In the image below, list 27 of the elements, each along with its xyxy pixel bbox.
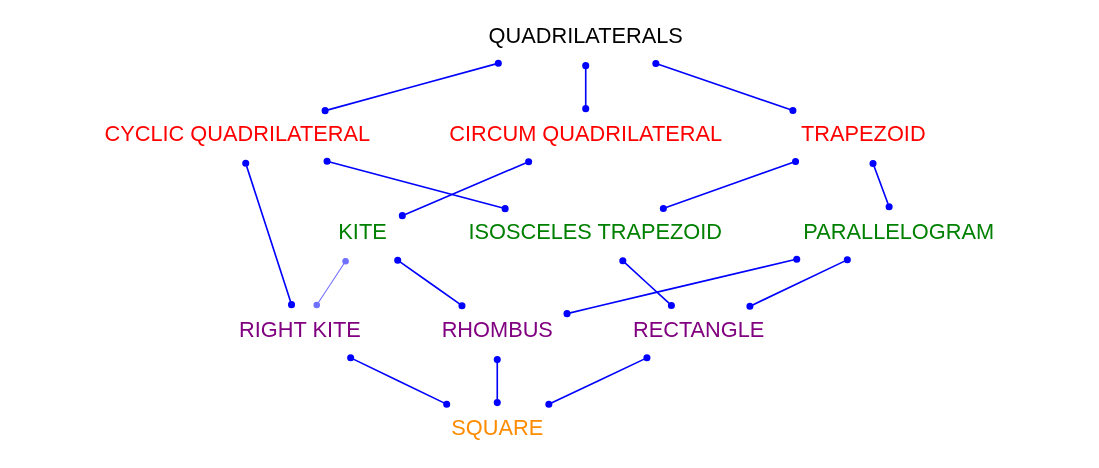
connector [563,255,800,318]
connector [346,354,450,408]
connector [321,59,502,115]
connector [312,257,349,309]
node-text: CYCLIC QUADRILATERAL [103,121,370,147]
node-text: RHOMBUS [441,317,553,343]
node-text: RIGHT KITE [238,317,361,343]
node-text: CIRCUM QUADRILATERAL [448,121,722,147]
node-text: ISOSCELES TRAPEZOID [467,219,722,245]
connector [651,59,796,115]
connector [241,159,295,309]
node-text: SQUARE [450,415,543,441]
node-text: RECTANGLE [632,317,764,343]
connector [398,158,532,220]
connector [544,354,650,408]
connector [493,356,501,407]
connector [869,159,893,211]
connector [659,157,799,212]
connector [618,257,675,310]
connector [323,157,509,213]
node-text: QUADRILATERALS [488,23,683,49]
connector [393,256,465,310]
connector [745,256,851,310]
node-text: TRAPEZOID [800,121,926,147]
node-text: KITE [337,219,387,245]
node-text: PARALLELOGRAM [802,219,994,245]
connector [581,62,589,113]
